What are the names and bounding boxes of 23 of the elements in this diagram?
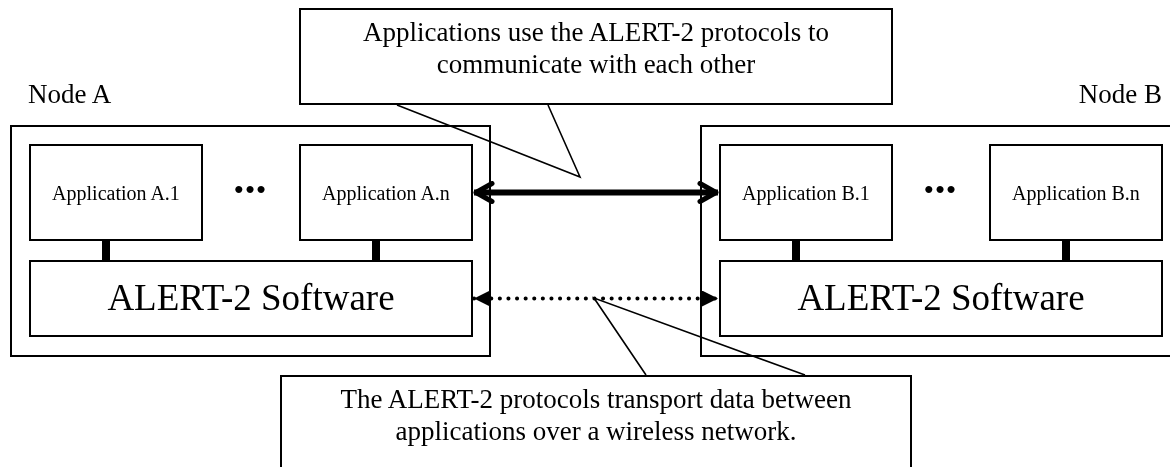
callout-box [280, 375, 912, 467]
application-box [719, 144, 893, 241]
callout-box [299, 8, 893, 105]
application-box [989, 144, 1163, 241]
node-title: Node A [28, 79, 112, 110]
double-arrow [473, 181, 719, 204]
application-box [299, 144, 473, 241]
callout-text: The ALERT-2 protocols transport data between applications over a wireless network. [339, 383, 853, 448]
ellipsis: ••• [924, 175, 958, 205]
box-label: Application B.n [1012, 180, 1140, 205]
box-label: ALERT-2 Software [107, 276, 395, 321]
node-title: Node B [1078, 79, 1162, 110]
box-label: Application B.1 [742, 180, 870, 205]
callout-text: Applications use the ALERT-2 protocols to communicate with each other [361, 16, 831, 81]
ellipsis: ••• [234, 175, 268, 205]
box-label: ALERT-2 Software [797, 276, 1085, 321]
software-box [29, 260, 473, 337]
software-box [719, 260, 1163, 337]
box-label: Application A.1 [52, 180, 180, 205]
application-box [29, 144, 203, 241]
box-label: Application A.n [322, 180, 450, 205]
leader-line [591, 296, 806, 376]
double-arrow [472, 290, 720, 307]
